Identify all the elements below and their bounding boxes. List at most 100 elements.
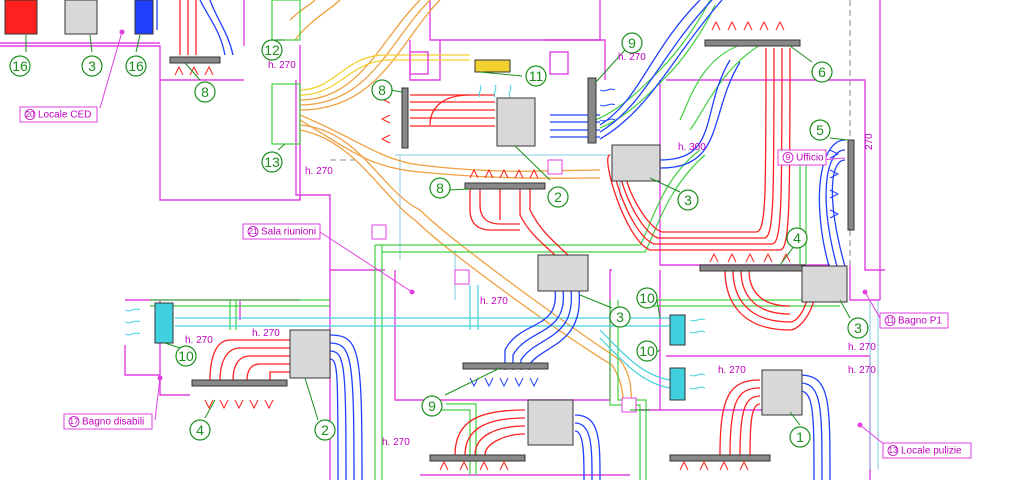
height-label-vertical: 270 <box>864 133 875 150</box>
callout-2a <box>547 186 569 208</box>
valve-icon <box>371 224 387 240</box>
room-name: Sala riunioni <box>261 227 316 238</box>
height-label: h. 300 <box>678 142 706 153</box>
fan-coil-unit-icon <box>537 254 589 292</box>
callout-4a <box>786 227 808 249</box>
callout-3a-text: 3 <box>88 58 96 74</box>
cooling-coil-icon <box>134 0 154 35</box>
callout-2b-text: 2 <box>321 422 329 438</box>
heat-exchanger-icon <box>474 59 511 73</box>
callout-16b-text: 16 <box>128 58 144 74</box>
room-label-bagno-disabili: 17 Bagno disabili <box>63 413 153 430</box>
fan-coil-unit-icon <box>289 329 331 379</box>
return-lines <box>149 0 847 481</box>
height-label: h. 270 <box>848 342 876 353</box>
height-label: h. 270 <box>305 166 333 177</box>
room-name: Bagno P1 <box>898 316 942 327</box>
callout-3b-text: 3 <box>684 192 692 208</box>
callout-4b-text: 4 <box>196 422 204 438</box>
cold-water-unit-icon <box>669 314 686 346</box>
callout-10b <box>636 340 658 362</box>
equipment <box>4 0 855 462</box>
room-label-ufficio: 9 Ufficio <box>777 149 827 166</box>
header-box-icon <box>271 0 301 41</box>
callout-10b-text: 10 <box>639 343 655 359</box>
callout-2a-text: 2 <box>554 189 562 205</box>
leader-lines <box>25 34 851 426</box>
supply-grille-icon <box>169 56 221 64</box>
valve-icon <box>621 397 637 413</box>
cold-water-lines <box>175 285 671 389</box>
valve-icon <box>454 269 470 285</box>
callout-16b <box>125 55 147 77</box>
callout-4b <box>189 419 211 441</box>
callout-1-text: 1 <box>796 429 804 445</box>
room-label-locale-ced: 20 Locale CED <box>19 106 98 123</box>
supply-grille-icon <box>429 454 526 462</box>
callout-8c-text: 8 <box>436 180 444 196</box>
cold-water-unit-icon <box>669 367 686 401</box>
yellow-lines <box>299 54 470 96</box>
room-name: Ufficio <box>796 153 824 164</box>
callout-6 <box>811 61 833 83</box>
callout-13 <box>261 151 283 173</box>
room-label-sala-riunioni: 21 Sala riunioni <box>242 223 321 240</box>
callout-5-text: 5 <box>816 122 824 138</box>
fan-coil-unit-icon <box>496 97 536 147</box>
callout-9a <box>621 32 643 54</box>
height-label: h. 270 <box>268 60 296 71</box>
callout-10c-text: 10 <box>178 348 194 364</box>
room-name: Locale pulizie <box>901 446 962 457</box>
callout-13-text: 13 <box>264 154 280 170</box>
callout-3c-text: 3 <box>854 320 862 336</box>
callout-10a <box>636 287 658 309</box>
supply-grille-icon <box>401 87 409 149</box>
callouts <box>9 32 869 448</box>
callout-4a-text: 4 <box>793 230 801 246</box>
callout-numbers: 16 3 16 12 8 13 8 11 9 6 5 3 2 8 4 3 3 1… <box>12 35 862 445</box>
room-id: 13 <box>889 446 898 455</box>
callout-12 <box>261 39 283 61</box>
room-dots <box>119 29 868 428</box>
callout-6-text: 6 <box>818 64 826 80</box>
supply-grille-icon <box>704 39 801 47</box>
callout-10c <box>175 345 197 367</box>
header-box-icon <box>271 83 301 145</box>
callout-16a-text: 16 <box>12 58 28 74</box>
return-grille-icon <box>847 139 855 231</box>
height-label: h. 270 <box>185 335 213 346</box>
callout-3a <box>81 55 103 77</box>
callout-5 <box>809 119 831 141</box>
electric-heater-icon <box>4 0 38 35</box>
room-name: Bagno disabili <box>82 417 144 428</box>
fan-coil-unit-icon <box>64 0 98 35</box>
callout-8a-text: 8 <box>201 84 209 100</box>
room-leaders <box>99 31 886 446</box>
callout-8b <box>371 79 393 101</box>
callout-16a <box>9 55 31 77</box>
room-id: 9 <box>786 153 791 162</box>
callout-9a-text: 9 <box>628 35 636 51</box>
callout-8a <box>194 81 216 103</box>
supply-grille-icon <box>464 182 546 190</box>
height-label: h. 270 <box>718 365 746 376</box>
cold-water-unit-icon <box>154 302 174 344</box>
supply-grille-icon <box>191 379 288 387</box>
refrigerant-lines <box>289 0 633 411</box>
callout-1 <box>789 426 811 448</box>
callout-12-text: 12 <box>264 42 280 58</box>
height-label: h. 270 <box>618 52 646 63</box>
room-label-locale-pulizie: 13 Locale pulizie <box>882 442 972 459</box>
fan-coil-unit-icon <box>801 265 848 303</box>
height-label: h. 270 <box>848 365 876 376</box>
room-id: 17 <box>70 417 79 426</box>
height-label: h. 270 <box>252 328 280 339</box>
callout-3b <box>677 189 699 211</box>
callout-11-text: 11 <box>529 68 544 84</box>
room-id: 21 <box>249 227 258 236</box>
callout-8c <box>429 177 451 199</box>
callout-9b-text: 9 <box>428 398 436 414</box>
supply-grille-icon <box>669 454 771 462</box>
